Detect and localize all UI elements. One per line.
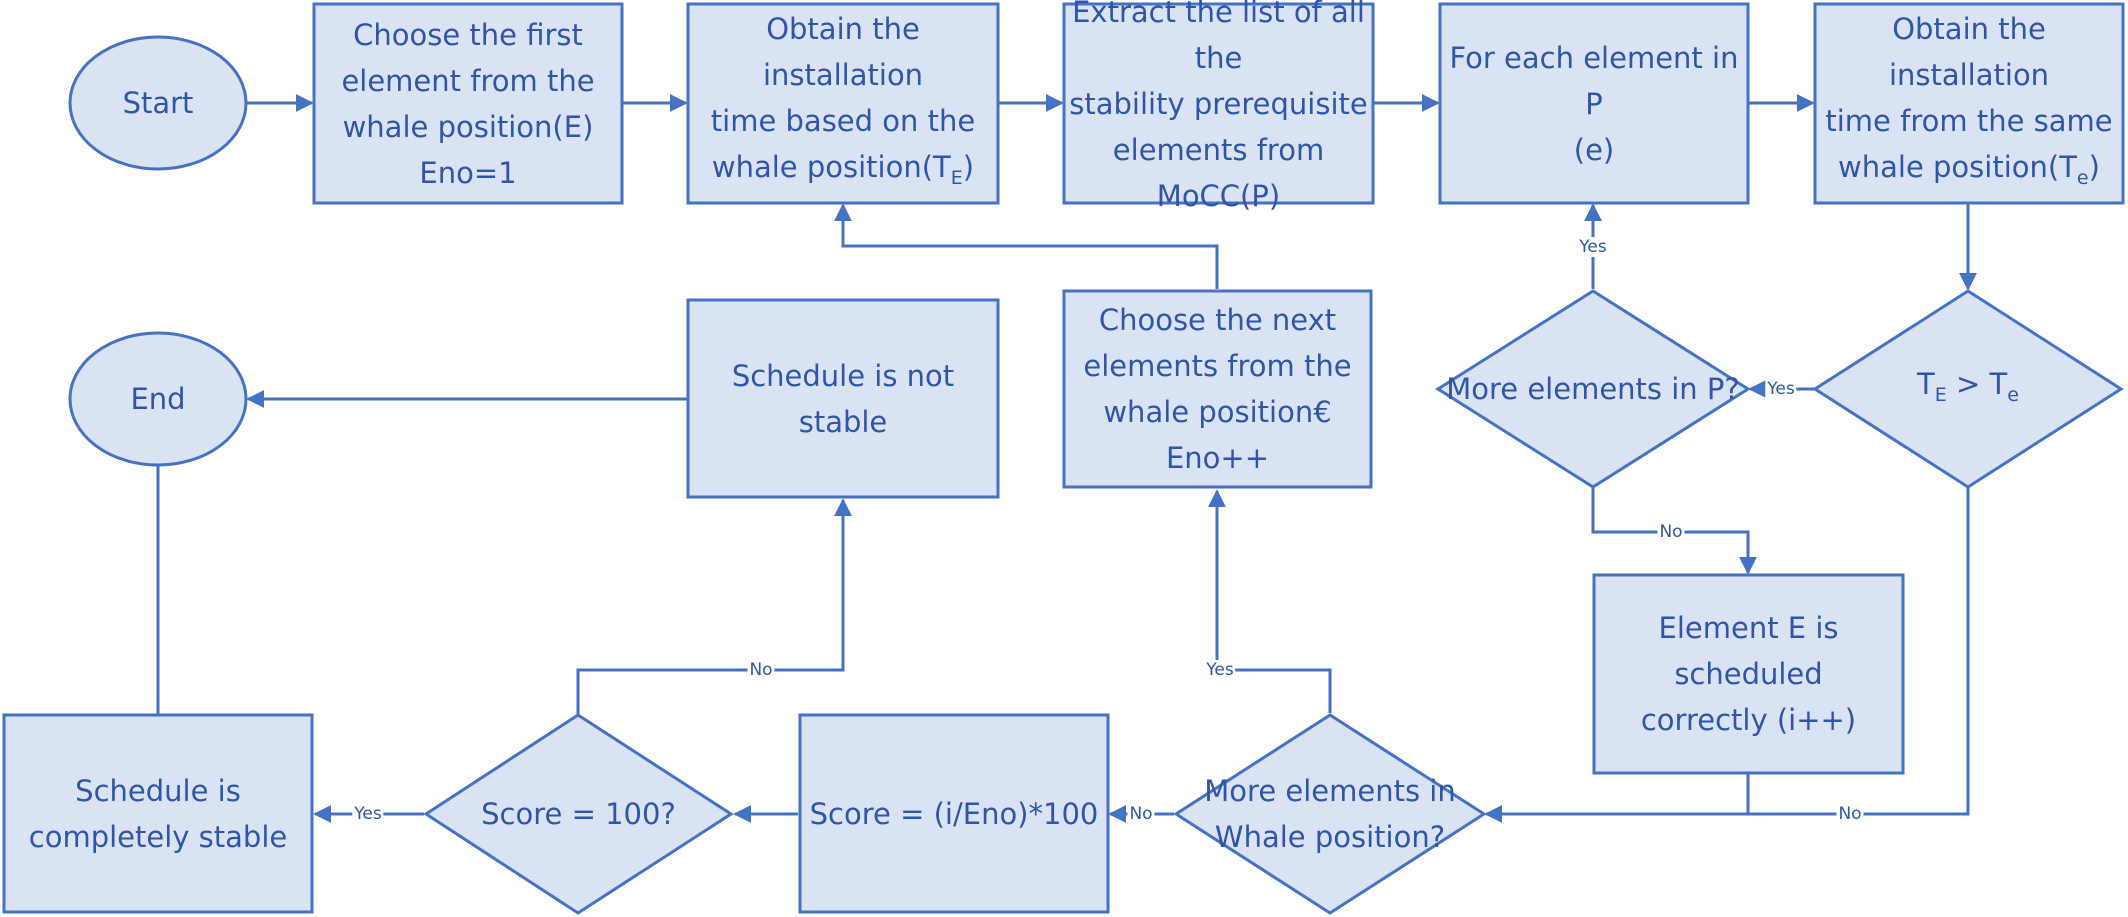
extract-list-shape: [1062, 2, 1375, 205]
scheduled-correctly-shape: [1592, 573, 1905, 775]
edge-label-score-yes: Yes: [352, 804, 384, 824]
obtain-install-same-shape: [1813, 2, 2125, 205]
start-shape: [68, 35, 248, 171]
completely-stable-shape: [2, 713, 314, 914]
edge-choose-next-to-obtain-main: [834, 203, 1219, 289]
edge-compare-no-to-more-whale: [1484, 487, 1970, 823]
edge-label-more-p-no: No: [1657, 522, 1685, 542]
choose-next-shape: [1062, 289, 1373, 489]
not-stable-shape: [686, 298, 1000, 499]
more-in-whale-shape: [1173, 713, 1487, 915]
choose-first-shape: [312, 2, 624, 205]
edge-label-whale-yes: Yes: [1204, 660, 1236, 680]
edge-label-whale-no: No: [1127, 804, 1155, 824]
edge-score-no-to-not-stable: [576, 498, 852, 715]
end-shape: [68, 331, 248, 467]
for-each-shape: [1438, 2, 1750, 205]
score-check-shape: [423, 713, 734, 915]
compare-shape: [1812, 289, 2124, 489]
edge-label-compare-yes: Yes: [1765, 379, 1797, 399]
edge-label-compare-no: No: [1836, 804, 1864, 824]
edge-label-more-p-yes: Yes: [1577, 237, 1609, 257]
score-calc-shape: [798, 713, 1110, 914]
more-in-p-shape: [1435, 289, 1751, 489]
edge-more-whale-yes-to-choose-next: [1208, 489, 1332, 713]
edge-label-score-no: No: [747, 660, 775, 680]
obtain-install-main-shape: [686, 2, 1000, 205]
